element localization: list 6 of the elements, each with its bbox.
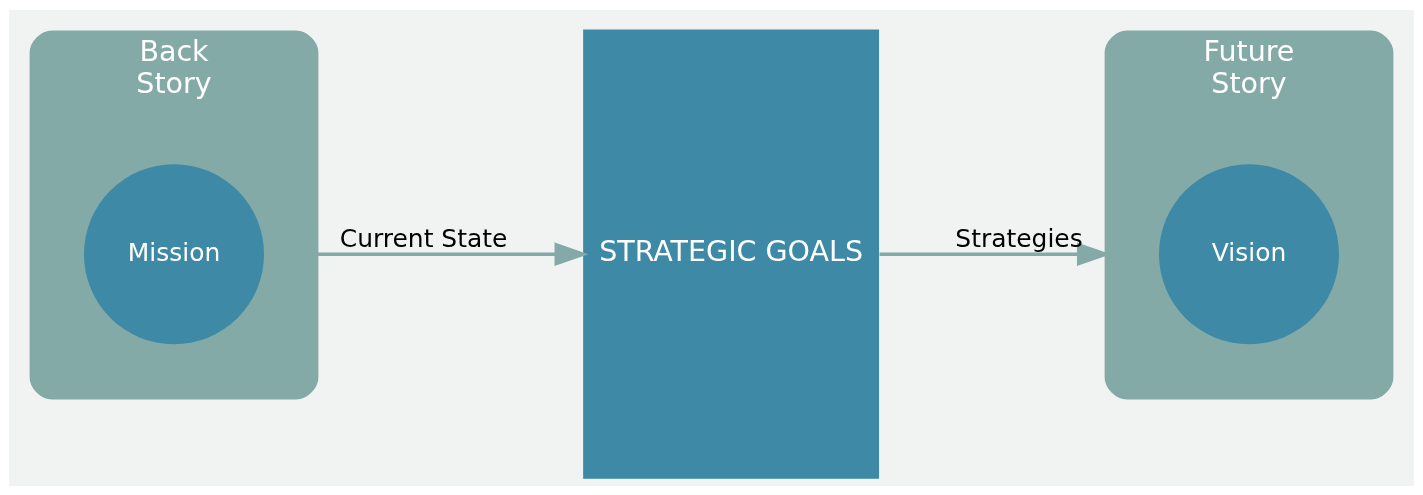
edge-label: Current State xyxy=(339,223,508,253)
node-circle: Mission xyxy=(83,163,264,344)
arrow xyxy=(317,241,589,266)
node-circle: Vision xyxy=(1159,163,1340,344)
node-box: STRATEGIC GOALS xyxy=(583,29,880,479)
edge-label: Strategies xyxy=(955,223,1083,253)
